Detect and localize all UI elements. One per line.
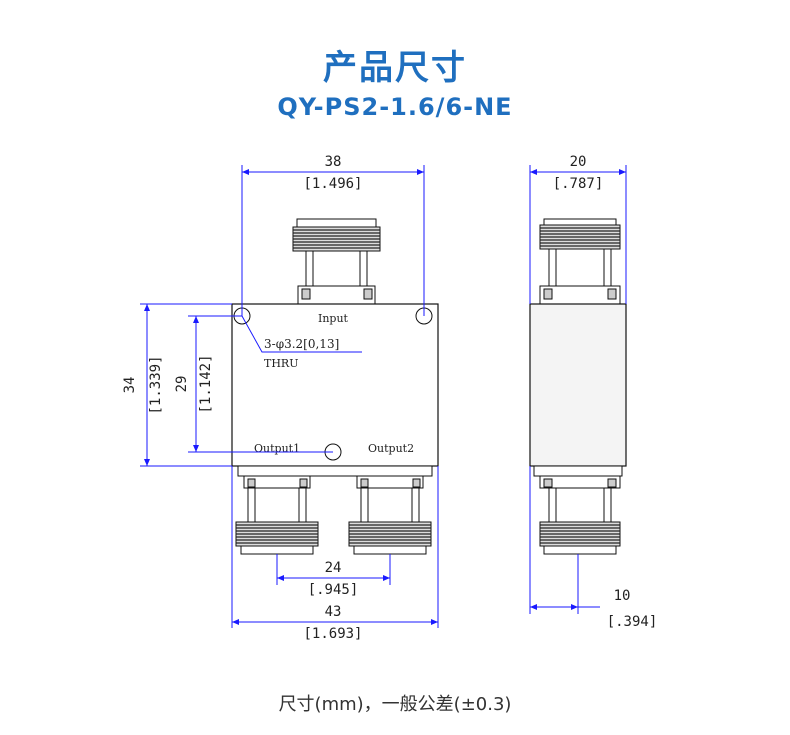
dim-side-width-in: [.787] — [553, 176, 604, 192]
side-view: 20 [.787] 10 [.394] — [529, 154, 658, 630]
dim-top-width: 38 — [325, 154, 342, 170]
dim-side-offset: 10 — [614, 588, 631, 604]
dim-top-width-in: [1.496] — [303, 176, 362, 192]
front-view: Input Output1 Output2 3-φ3.2[0,13] THRU — [122, 154, 439, 642]
input-label: Input — [318, 312, 349, 325]
dim-output-spacing: 24 — [325, 560, 342, 576]
output2-connector — [348, 475, 432, 555]
hole-spec-label: 3-φ3.2[0,13] — [264, 337, 339, 351]
input-connector — [292, 218, 381, 305]
output1-connector — [235, 475, 319, 555]
output1-label: Output1 — [254, 442, 300, 455]
body-outline — [231, 303, 439, 467]
dim-left-height-in: [1.339] — [148, 355, 164, 414]
dim-total-width-in: [1.693] — [303, 626, 362, 642]
dim-output-spacing-in: [.945] — [308, 582, 359, 598]
tolerance-note: 尺寸(mm)，一般公差(±0.3) — [278, 694, 512, 715]
page-title: 产品尺寸 — [323, 48, 467, 88]
dim-side-offset-in: [.394] — [607, 614, 658, 630]
thru-label: THRU — [264, 357, 298, 370]
dim-total-width: 43 — [325, 604, 342, 620]
model-number: QY-PS2-1.6/6-NE — [277, 93, 513, 121]
dim-side-width: 20 — [570, 154, 587, 170]
dim-hole-spacing-in: [1.142] — [198, 354, 214, 413]
dim-hole-spacing: 29 — [174, 376, 190, 393]
dim-left-height: 34 — [122, 377, 138, 394]
output2-label: Output2 — [368, 442, 414, 455]
